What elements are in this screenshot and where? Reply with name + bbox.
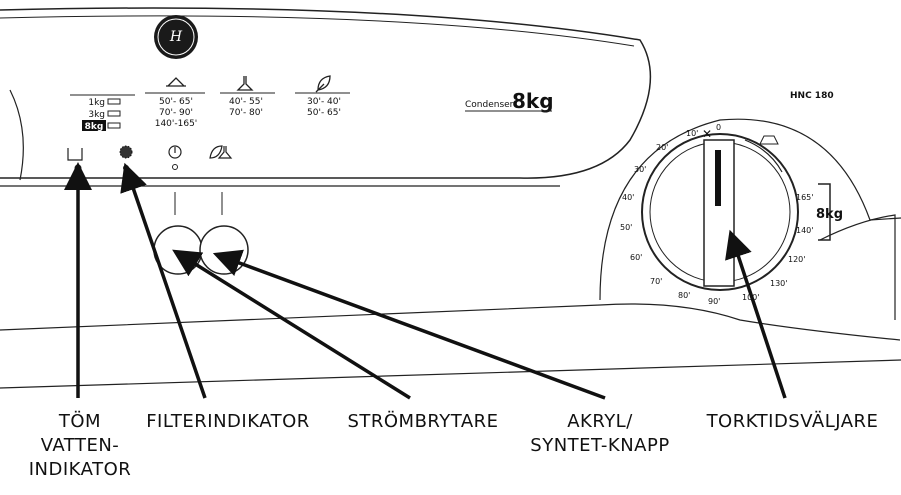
timer-dial-pointer xyxy=(715,150,721,206)
condenser-capacity: 8kg xyxy=(512,89,554,113)
dial-tick-30: 30' xyxy=(634,165,646,174)
load-size-1: 1kg xyxy=(88,98,105,108)
filter-icon xyxy=(119,145,133,171)
dial-tick-70: 70' xyxy=(650,277,662,286)
flask-icon xyxy=(236,76,254,91)
panel-top-edge-inner xyxy=(0,15,635,47)
leaf-icon xyxy=(315,75,331,93)
delicate-time-1: 30'- 40' xyxy=(307,97,341,107)
condenser-word: Condenser xyxy=(465,100,514,110)
dial-heat-icon: ✕ xyxy=(702,127,712,141)
dial-housing-right xyxy=(819,214,896,320)
dial-housing xyxy=(599,118,901,301)
acrylic-synthetic-icon xyxy=(209,145,233,159)
arrow-power xyxy=(172,249,411,400)
synthetic-time-2: 70'- 80' xyxy=(229,108,263,118)
dial-arc-mark xyxy=(744,139,783,173)
label-power-switch: STRÖMBRYTARE xyxy=(347,411,499,432)
condenser-badge: Condenser 8kg xyxy=(465,89,554,113)
panel-base-line xyxy=(0,359,901,389)
dial-tick-50: 50' xyxy=(620,223,632,232)
model-number: HNC 180 xyxy=(790,91,834,101)
cotton-time-3: 140'-165' xyxy=(155,119,198,129)
acrylic-synthetic-button[interactable] xyxy=(199,225,249,275)
panel-front-curve xyxy=(0,303,901,341)
dial-tick-140: 140' xyxy=(796,226,813,235)
dial-tick-120: 120' xyxy=(788,255,805,264)
dial-tick-60: 60' xyxy=(630,253,642,262)
dial-tick-40: 40' xyxy=(622,193,634,202)
dial-tick-130: 130' xyxy=(770,279,787,288)
load-size-8: 8kg xyxy=(85,122,104,132)
timer-dial[interactable] xyxy=(641,133,799,291)
delicate-time-2: 50'- 65' xyxy=(307,108,341,118)
program-cotton: 50'- 65' 70'- 90' 140'-165' xyxy=(145,77,205,129)
cotton-time-2: 70'- 90' xyxy=(159,108,193,118)
empty-water-icon xyxy=(67,148,83,172)
dial-left-ticks: 20' 30' 40' 50' 60' 70' 80' 90' xyxy=(620,143,720,306)
power-icon xyxy=(168,145,182,170)
dial-top-marks: 10' ✕ 0 xyxy=(686,123,783,173)
program-synthetic: 40'- 55' 70'- 80' xyxy=(220,76,275,118)
dial-bracket xyxy=(818,183,831,241)
load-size-indicators: 1kg 3kg 8kg xyxy=(70,94,135,132)
arrow-acrylic xyxy=(212,249,606,400)
panel-bevel xyxy=(9,89,24,181)
label-acrylic-synthetic-button: AKRYL/ SYNTET-KNAPP xyxy=(530,411,670,456)
program-delicate: 30'- 40' 50'- 65' xyxy=(295,75,350,118)
cotton-time-1: 50'- 65' xyxy=(159,97,193,107)
dial-tick-20: 20' xyxy=(656,143,668,152)
arrow-filter xyxy=(120,162,207,399)
hoover-logo: H xyxy=(154,15,198,59)
dial-tick-80: 80' xyxy=(678,291,690,300)
panel-top-edge xyxy=(0,7,652,179)
dial-bracket-label: 8kg xyxy=(816,207,843,222)
dial-mark-0: 0 xyxy=(716,123,721,132)
dial-tick-165: 165' xyxy=(796,193,813,202)
dial-mark-10: 10' xyxy=(686,129,698,138)
cotton-icon xyxy=(166,77,186,87)
label-timer-selector: TORKTIDSVÄLJARE xyxy=(706,411,879,432)
label-filter-indicator: FILTERINDIKATOR xyxy=(146,411,310,432)
dial-tick-90: 90' xyxy=(708,297,720,306)
dial-heat-symbol xyxy=(759,135,779,145)
load-size-3: 3kg xyxy=(88,110,105,120)
synthetic-time-1: 40'- 55' xyxy=(229,97,263,107)
arrow-timer xyxy=(725,229,787,399)
dryer-control-panel: H 1kg 3kg 8kg 50'- 65' 70'- 90' 140'-165… xyxy=(0,7,901,400)
svg-text:H: H xyxy=(169,29,183,45)
label-empty-water-indicator: TÖM VATTEN- INDIKATOR xyxy=(28,411,132,480)
